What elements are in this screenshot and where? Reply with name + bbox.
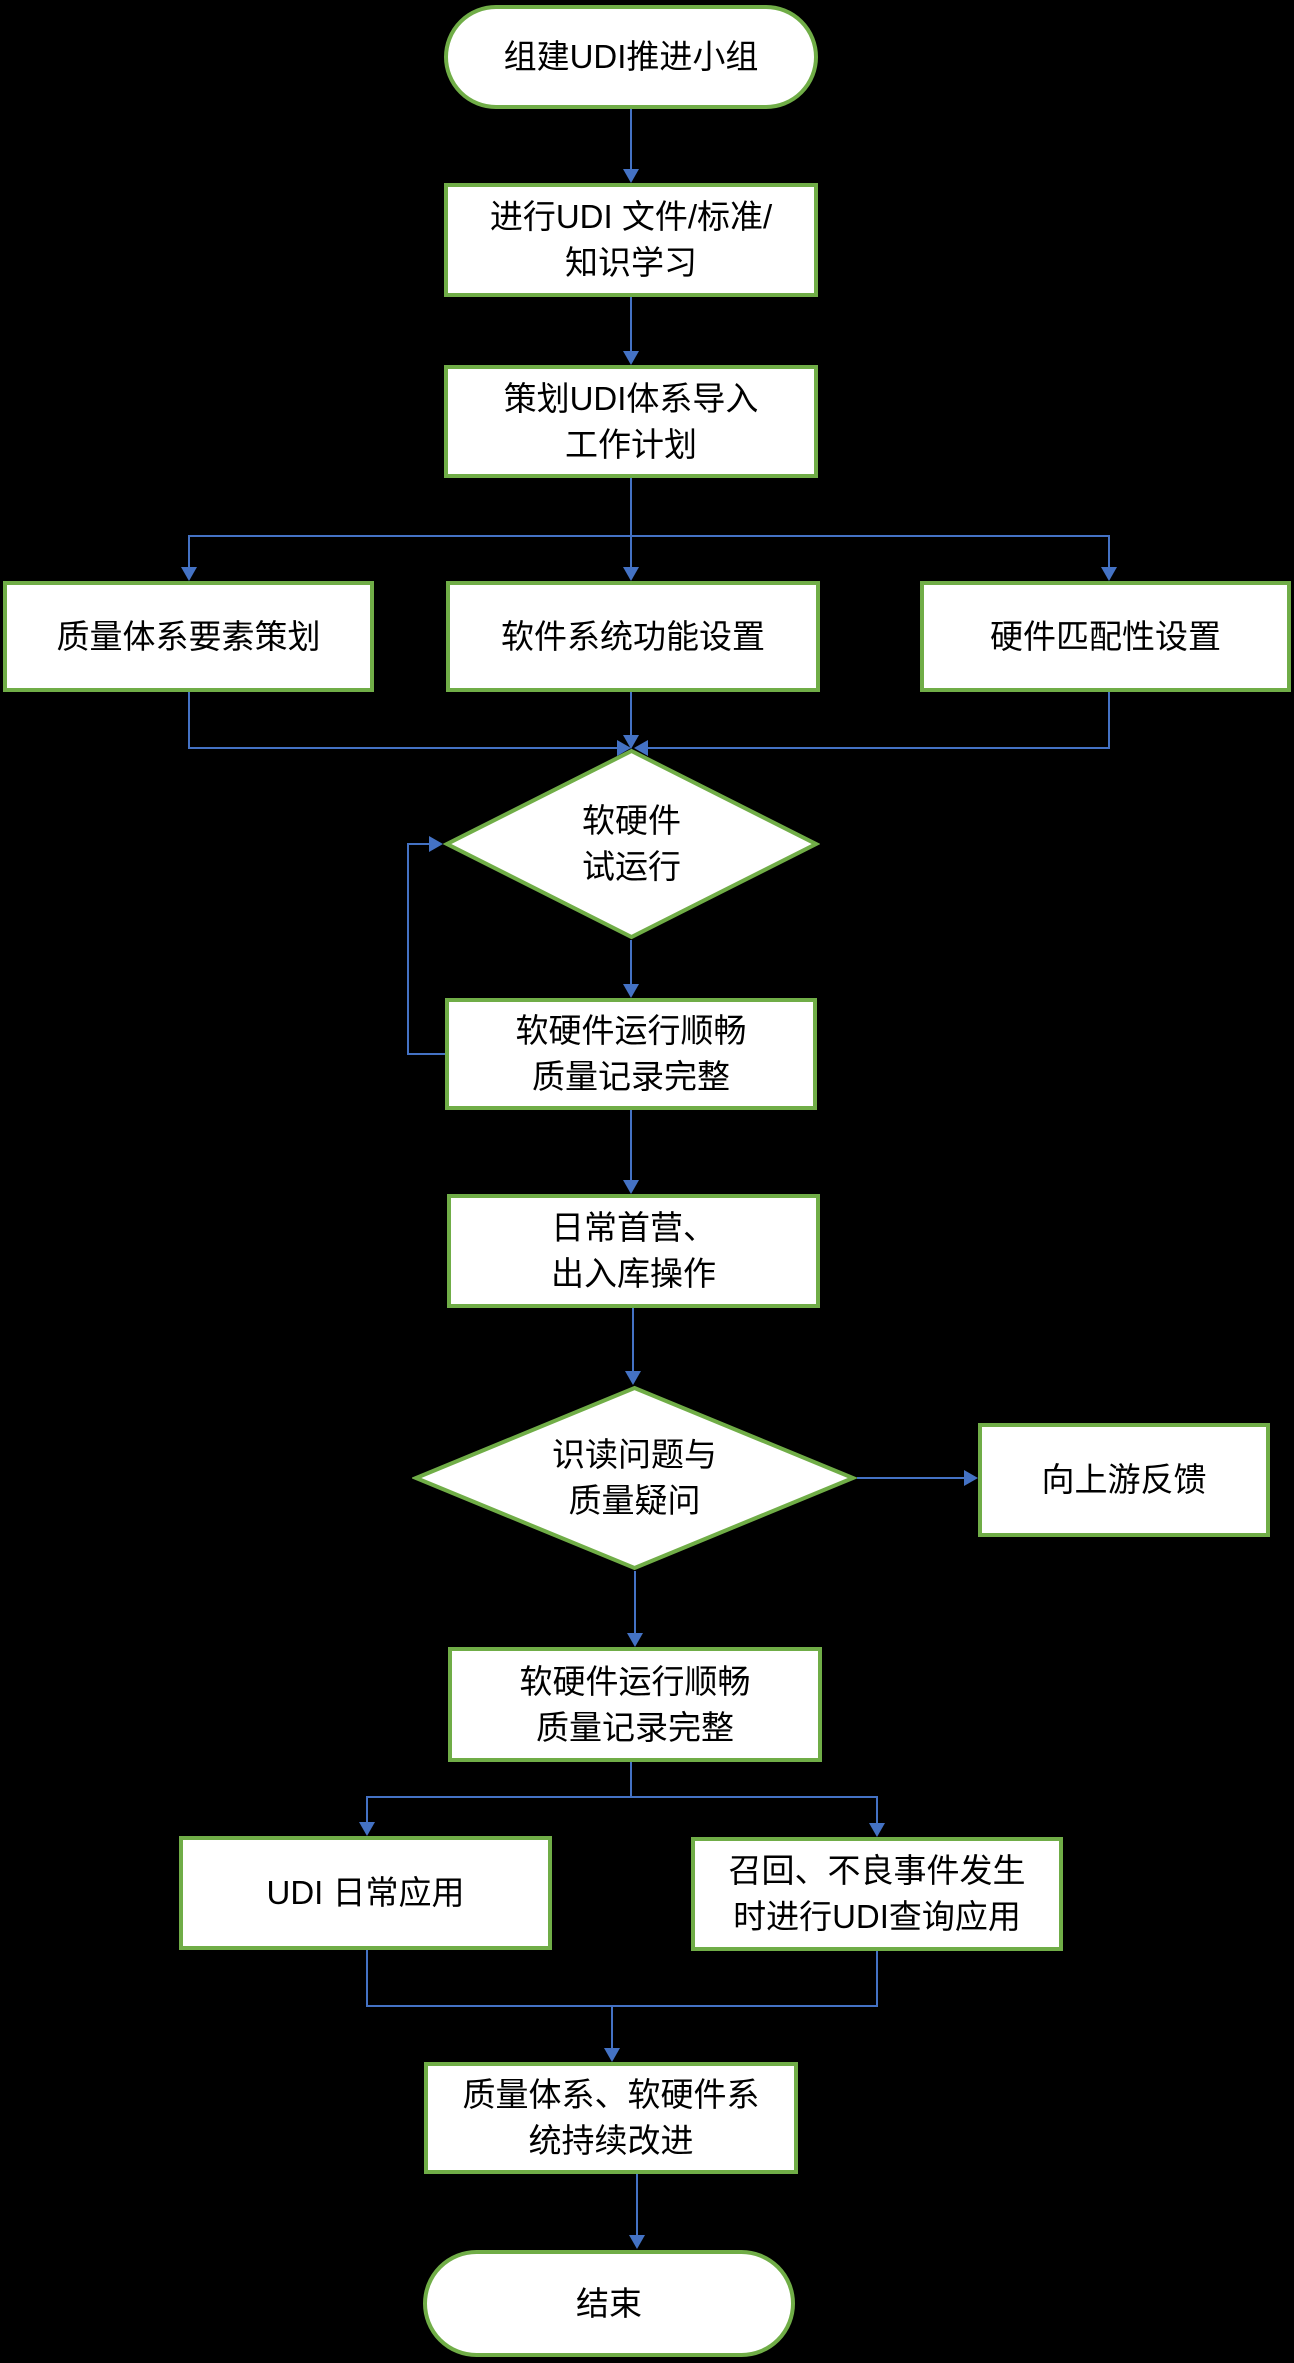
- connector-branch-recall: [876, 1796, 878, 1824]
- connector-plan-branch: [630, 478, 632, 536]
- arrowhead-into-end: [629, 2235, 645, 2249]
- node-software-setup-process: 软件系统功能设置: [446, 581, 820, 692]
- node-trial-result-process: 软硬件运行顺畅 质量记录完整: [445, 998, 817, 1110]
- node-trial-run-line1: 软硬件: [582, 802, 681, 839]
- arrowhead-into-hardware-setup: [1101, 567, 1117, 581]
- node-recall-query-process: 召回、不良事件发生 时进行UDI查询应用: [691, 1837, 1063, 1951]
- merge-line-bottom: [366, 2005, 878, 2007]
- connector-branch-hardware: [1108, 535, 1110, 568]
- connector-reading-stable: [634, 1571, 636, 1634]
- connector-quality-converge: [188, 692, 190, 749]
- node-plan-process: 策划UDI体系导入 工作计划: [444, 365, 818, 478]
- node-software-setup-label: 软件系统功能设置: [501, 617, 765, 655]
- connector-branch-software: [630, 535, 632, 568]
- arrowhead-into-study: [623, 169, 639, 183]
- node-trial-run-decision: 软硬件 试运行: [443, 748, 820, 940]
- connector-merge-improvement: [611, 2005, 613, 2049]
- decision-diamond-shape: [443, 748, 820, 940]
- node-recall-query-line2: 时进行UDI查询应用: [733, 1898, 1021, 1935]
- branch-line-top: [188, 535, 1110, 537]
- connector-software-trial-run: [630, 692, 632, 736]
- arrowhead-into-trial-run-top: [623, 735, 639, 749]
- node-improvement-line1: 质量体系、软硬件系: [462, 2076, 760, 2113]
- arrowhead-into-quality-planning: [181, 567, 197, 581]
- connector-recall-merge: [876, 1951, 878, 2007]
- node-reading-issues-decision: 识读问题与 质量疑问: [412, 1385, 857, 1571]
- node-start-terminator: 组建UDI推进小组: [444, 5, 818, 109]
- decision-diamond-shape: [412, 1385, 857, 1571]
- node-study-process: 进行UDI 文件/标准/ 知识学习: [444, 183, 818, 297]
- node-trial-result-line1: 软硬件运行顺畅: [515, 1012, 747, 1049]
- node-quality-planning-process: 质量体系要素策划: [3, 581, 374, 692]
- arrowhead-into-reading-issues: [625, 1371, 641, 1385]
- node-end-terminator: 结束: [423, 2250, 795, 2357]
- connector-study-plan: [630, 297, 632, 352]
- arrowhead-into-plan: [623, 351, 639, 365]
- node-upstream-feedback-label: 向上游反馈: [1041, 1461, 1207, 1498]
- node-daily-ops-line1: 日常首营、: [551, 1209, 716, 1246]
- feedback-line-bottom: [407, 1053, 445, 1055]
- arrowhead-into-stable-result: [627, 1633, 643, 1647]
- arrowhead-into-daily-application: [359, 1822, 375, 1836]
- node-reading-issues-line2: 质量疑问: [568, 1482, 701, 1519]
- feedback-line-vertical: [407, 844, 409, 1054]
- connector-branch-daily-app: [366, 1796, 368, 1823]
- converge-line-right: [648, 747, 1110, 749]
- arrowhead-into-recall-query: [869, 1823, 885, 1837]
- connector-daily-app-merge: [366, 1950, 368, 2007]
- arrowhead-into-improvement: [604, 2048, 620, 2062]
- node-daily-application-label: UDI 日常应用: [266, 1874, 465, 1911]
- converge-line-left: [188, 747, 617, 749]
- arrowhead-into-trial-result: [623, 984, 639, 998]
- node-improvement-process: 质量体系、软硬件系 统持续改进: [424, 2062, 798, 2174]
- node-hardware-setup-process: 硬件匹配性设置: [920, 581, 1291, 692]
- node-end-label: 结束: [576, 2284, 642, 2322]
- node-study-line2: 知识学习: [565, 244, 697, 281]
- feedback-line-top: [407, 843, 431, 845]
- node-stable-result-process: 软硬件运行顺畅 质量记录完整: [448, 1647, 822, 1762]
- node-hardware-setup-label: 硬件匹配性设置: [990, 617, 1221, 655]
- node-daily-ops-line2: 出入库操作: [551, 1255, 716, 1292]
- branch-line-bottom: [366, 1796, 878, 1798]
- node-start-label: 组建UDI推进小组: [503, 38, 759, 75]
- connector-stable-branch: [630, 1762, 632, 1798]
- connector-reading-upstream: [857, 1477, 965, 1479]
- arrowhead-into-trial-run-feedback: [429, 836, 443, 852]
- node-recall-query-line1: 召回、不良事件发生: [728, 1852, 1026, 1889]
- connector-result-daily-ops: [630, 1110, 632, 1181]
- node-stable-result-line2: 质量记录完整: [536, 1708, 734, 1746]
- node-daily-application-process: UDI 日常应用: [179, 1836, 552, 1950]
- node-stable-result-line1: 软硬件运行顺畅: [519, 1662, 751, 1700]
- connector-trial-run-result: [630, 940, 632, 985]
- node-plan-line1: 策划UDI体系导入: [503, 379, 759, 417]
- node-improvement-line2: 统持续改进: [528, 2122, 694, 2159]
- node-reading-issues-line1: 识读问题与: [552, 1436, 717, 1473]
- arrowhead-into-software-setup: [623, 567, 639, 581]
- arrowhead-into-upstream-feedback: [964, 1470, 978, 1486]
- node-trial-result-line2: 质量记录完整: [532, 1058, 730, 1095]
- node-quality-planning-label: 质量体系要素策划: [56, 617, 321, 655]
- connector-hardware-converge: [1108, 692, 1110, 749]
- connector-daily-ops-reading: [632, 1308, 634, 1372]
- node-daily-ops-process: 日常首营、 出入库操作: [447, 1194, 820, 1308]
- arrowhead-into-daily-ops: [623, 1180, 639, 1194]
- node-study-line1: 进行UDI 文件/标准/: [489, 198, 773, 235]
- node-plan-line2: 工作计划: [565, 425, 697, 463]
- connector-start-study: [630, 109, 632, 170]
- connector-branch-quality: [188, 535, 190, 568]
- node-upstream-feedback-process: 向上游反馈: [978, 1423, 1270, 1537]
- connector-improvement-end: [636, 2174, 638, 2236]
- node-trial-run-line2: 试运行: [582, 848, 681, 885]
